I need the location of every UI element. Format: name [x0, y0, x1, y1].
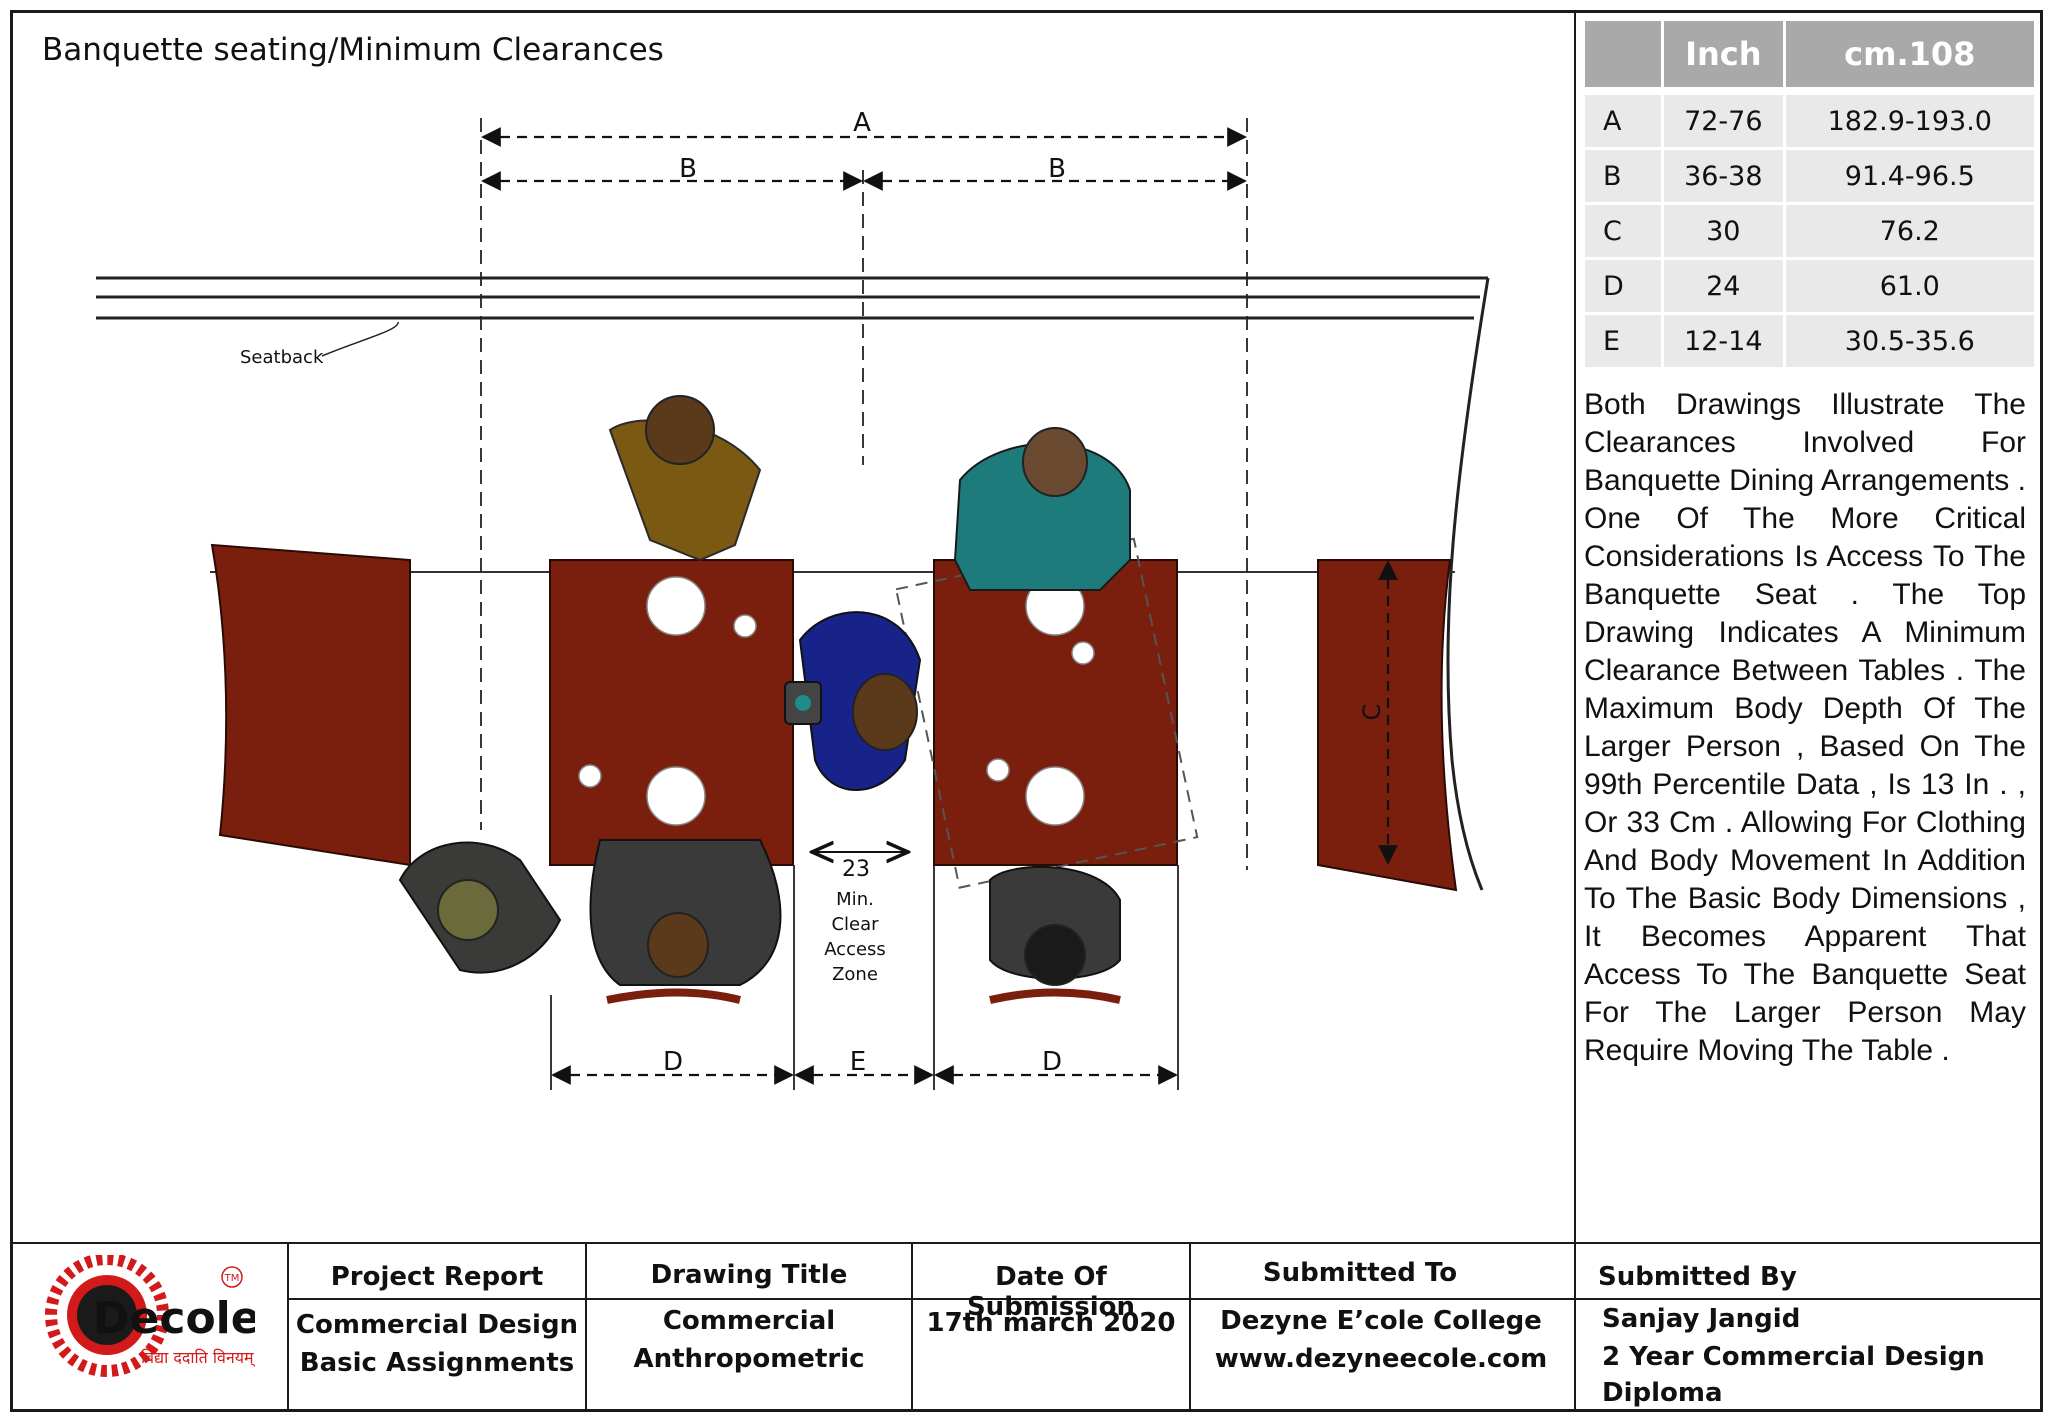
seatback-leader	[321, 321, 399, 357]
drawing-title-label: Drawing Title	[650, 1260, 848, 1290]
row-inch: 24	[1664, 260, 1783, 312]
clear-zone-line2: Clear	[831, 914, 879, 935]
project-report-label: Project Report	[330, 1262, 544, 1292]
row-cm: 61.0	[1785, 260, 2034, 312]
table-row: B 36-38 91.4-96.5	[1585, 150, 2034, 202]
drawing-title-line2: Anthropometric	[633, 1344, 865, 1374]
bench-left	[210, 543, 411, 867]
row-inch: 72-76	[1664, 95, 1783, 147]
table-header-row: Inch cm.108	[1585, 21, 2034, 87]
table-row: C 30 76.2	[1585, 205, 2034, 257]
person-gray-left	[398, 841, 562, 974]
banquette-wall	[1446, 277, 1490, 891]
logo-tm: TM	[224, 1273, 240, 1284]
footer-divider	[10, 1242, 2043, 1244]
person-brown	[608, 395, 762, 562]
drawing-frame	[10, 10, 2043, 1412]
plates	[578, 576, 1095, 826]
extension-lines-bottom	[550, 865, 1179, 1090]
row-key: A	[1585, 95, 1661, 147]
clear-zone-line4: Zone	[832, 964, 878, 985]
table-header-cm: cm.108	[1785, 21, 2034, 87]
row-inch: 12-14	[1664, 315, 1783, 367]
clear-zone-line3: Access	[824, 939, 886, 960]
submitted-by-line3: Diploma	[1602, 1378, 1723, 1408]
page-title: Banquette seating/Minimum Clearances	[42, 32, 664, 68]
row-key: B	[1585, 150, 1661, 202]
table-header-blank	[1585, 21, 1661, 87]
table-row: A 72-76 182.9-193.0	[1585, 95, 2034, 147]
table-row: D 24 61.0	[1585, 260, 2034, 312]
submitted-to-line1: Dezyne E’cole College	[1220, 1306, 1542, 1336]
logo-tagline: विद्या ददाति विनयम्	[141, 1348, 255, 1368]
row-key: E	[1585, 315, 1661, 367]
person-dark-right	[989, 865, 1121, 1004]
dim-e-label: E	[850, 1047, 866, 1077]
submitted-by-line1: Sanjay Jangid	[1602, 1304, 1801, 1334]
banquette-diagram: Seatback	[96, 108, 1490, 1090]
seatback-lines	[96, 276, 1488, 320]
row-cm: 91.4-96.5	[1785, 150, 2034, 202]
footer-col-line-1	[287, 1242, 289, 1412]
footer-col-line-2	[585, 1242, 587, 1412]
dimension-table: Inch cm.108 A 72-76 182.9-193.0 B 36-38 …	[1582, 18, 2037, 370]
dim-b1-label: B	[679, 154, 697, 184]
logo-sunburst-icon	[45, 1255, 169, 1377]
drawing-title-line1: Commercial	[662, 1306, 836, 1336]
row-key: D	[1585, 260, 1661, 312]
date-label: Date Of Submission	[966, 1262, 1136, 1322]
table-row: E 12-14 30.5-35.6	[1585, 315, 2034, 367]
person-teal	[953, 427, 1131, 591]
clear-zone-line1: Min.	[836, 889, 874, 910]
row-cm: 182.9-193.0	[1785, 95, 2034, 147]
row-cm: 76.2	[1785, 205, 2034, 257]
panel-divider	[1574, 10, 1576, 1412]
date-value: 17th march 2020	[926, 1308, 1176, 1338]
project-report-line2: Basic Assignments	[299, 1348, 575, 1378]
description-text: Both Drawings Illustrate The Clearances …	[1584, 388, 2026, 1067]
submitted-to-label: Submitted To	[1262, 1258, 1458, 1288]
extension-lines	[480, 118, 1248, 870]
project-report-line1: Commercial Design	[295, 1310, 579, 1340]
logo-brand: Decole	[93, 1293, 255, 1344]
row-key: C	[1585, 205, 1661, 257]
footer-mid-line	[287, 1298, 2043, 1300]
row-cm: 30.5-35.6	[1785, 315, 2034, 367]
dim-b2-label: B	[1048, 154, 1066, 184]
footer-col-line-4	[1189, 1242, 1191, 1412]
seatback-label: Seatback	[240, 347, 324, 368]
row-inch: 30	[1664, 205, 1783, 257]
submitted-by-line2: 2 Year Commercial Design	[1602, 1342, 1985, 1372]
clear-zone-value: 23	[842, 857, 870, 882]
dim-a-label: A	[853, 108, 871, 138]
table-header-inch: Inch	[1664, 21, 1783, 87]
submitted-to-line2[interactable]: www.dezyneecole.com	[1214, 1344, 1548, 1374]
submitted-by-label: Submitted By	[1598, 1262, 1797, 1292]
dim-c-label: C	[1358, 704, 1386, 721]
row-inch: 36-38	[1664, 150, 1783, 202]
footer-col-line-3	[911, 1242, 913, 1412]
dim-d1-label: D	[663, 1047, 683, 1077]
person-gray-center	[589, 839, 782, 1004]
decole-logo: Decole विद्या ददाति विनयम् TM	[45, 1255, 255, 1377]
person-blue	[784, 611, 922, 791]
dim-d2-label: D	[1042, 1047, 1062, 1077]
